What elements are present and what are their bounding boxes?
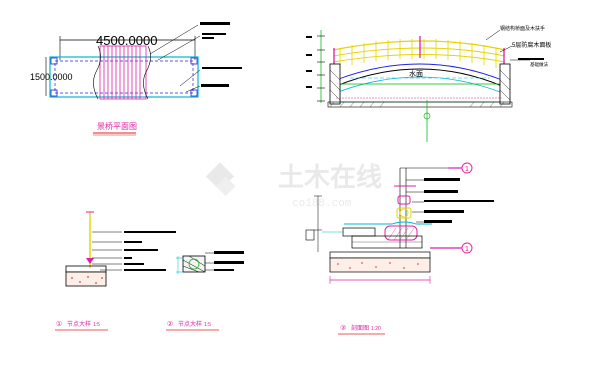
elevation-note-foundation: 基础做法: [530, 61, 548, 68]
section-title: 剖面图: [351, 324, 369, 332]
plan-width-dimension: 1500.0000: [30, 72, 73, 82]
callout-circle-right: [461, 242, 473, 254]
right-abutment: [499, 63, 511, 105]
plan-title: 景桥平面图: [97, 121, 137, 131]
detail-2: ② 节点大样 1:5: [166, 251, 244, 331]
water-surface-label: 水面: [409, 69, 423, 78]
detail2-title: 节点大样: [178, 320, 202, 328]
callout-number-right: 1: [465, 246, 469, 253]
watermark: 土木在线 co188.com: [205, 162, 382, 210]
detail2-number: ②: [167, 320, 173, 328]
detail-1: ① 节点大样 1:5: [55, 211, 176, 331]
plan-deck-planks: [99, 45, 147, 100]
plan-view: 4500.0000 1500.0000: [30, 22, 242, 136]
elevation-note-deck: 5层防腐木面板: [512, 41, 551, 49]
elevation-note-top: 钢结构桥面及木扶手: [500, 25, 545, 32]
section-view: 1: [305, 162, 494, 335]
left-abutment: [329, 63, 341, 105]
section-foundation: [329, 257, 431, 273]
callout-number-top: 1: [465, 166, 469, 173]
section-scale: 1:20: [371, 326, 381, 332]
detail1-title: 节点大样: [67, 320, 91, 328]
watermark-logo-icon: [205, 162, 236, 197]
elevation-view: 水面 钢结构桥面及木扶手 5层防腐木面板 基础做法: [306, 25, 551, 142]
section-number: ③: [340, 324, 346, 332]
watermark-main-text: 土木在线: [278, 162, 382, 192]
callout-circle-top: [461, 162, 473, 174]
detail1-scale: 1:5: [93, 322, 100, 328]
plan-length-dimension: 4500.0000: [96, 33, 157, 48]
bridge-railing: [332, 36, 506, 72]
detail2-scale: 1:5: [204, 322, 211, 328]
detail1-number: ①: [56, 320, 62, 328]
watermark-sub-text: co188.com: [292, 198, 352, 210]
